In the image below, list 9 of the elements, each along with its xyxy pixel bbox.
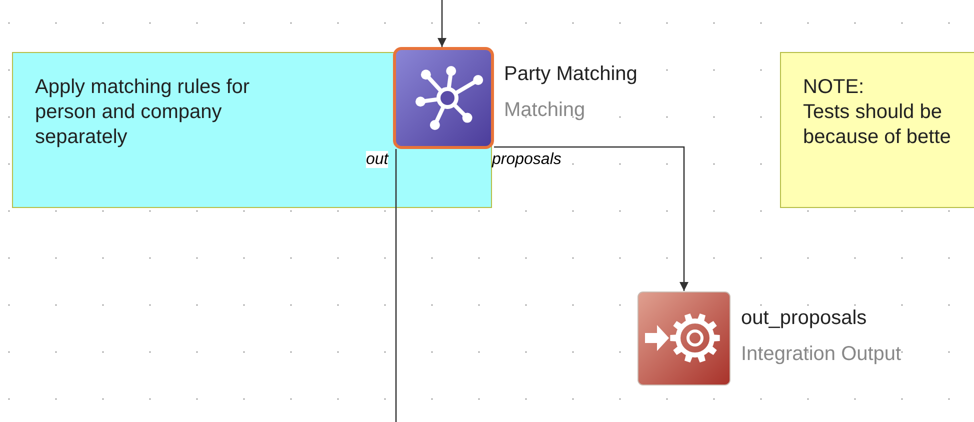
component-name: Party Matching bbox=[504, 63, 638, 86]
note-box: NOTE: Tests should be because of bette bbox=[780, 52, 974, 208]
component-type: Matching bbox=[504, 99, 586, 122]
component-name: out_proposals bbox=[741, 307, 867, 330]
component-type: Integration Output bbox=[741, 343, 902, 366]
port-label: proposals bbox=[492, 151, 562, 168]
connector-arrow bbox=[494, 146, 688, 291]
port-label: out bbox=[366, 151, 388, 168]
connector-arrow bbox=[438, 0, 446, 47]
